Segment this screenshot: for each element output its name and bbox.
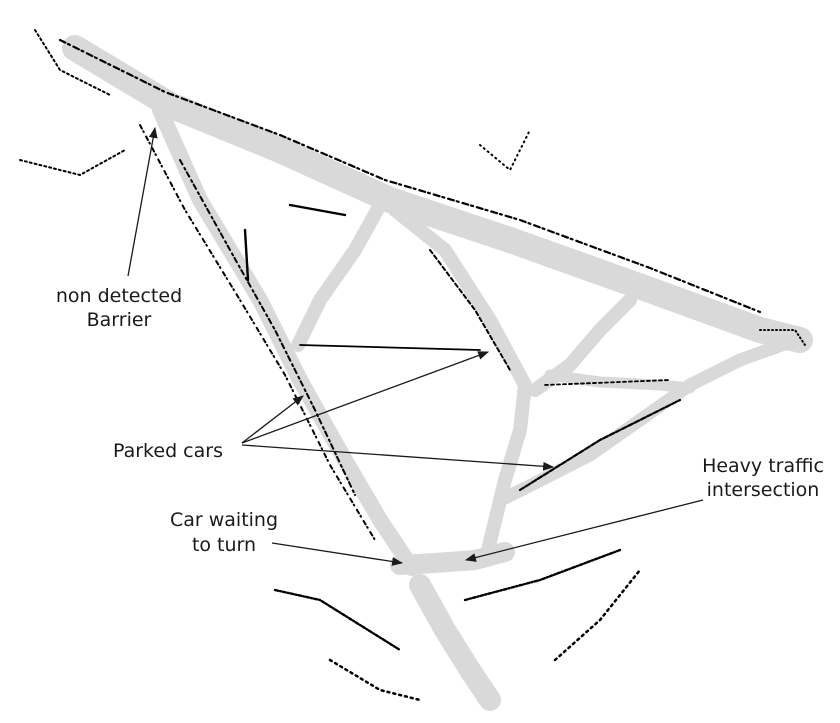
road-network	[62, 35, 813, 711]
barrier-label-line2: Barrier	[87, 309, 152, 331]
traffic-label-line1: Heavy traffic	[702, 455, 824, 477]
annotation-arrows	[127, 126, 704, 566]
obstacle-points	[19, 29, 806, 702]
main-road	[62, 35, 813, 353]
traffic-label-line2: intersection	[707, 479, 820, 501]
car-waiting-label-line1: Car waiting	[170, 509, 278, 531]
parked-cars-arrow-middle	[241, 351, 490, 444]
parked-cars-arrow-left	[241, 395, 304, 444]
parked-cars-arrow-right	[241, 444, 555, 471]
traffic-arrow	[464, 499, 704, 562]
south-road	[409, 574, 501, 711]
left-road	[152, 102, 420, 576]
parking-lane	[544, 369, 696, 394]
middle-road	[388, 203, 532, 557]
parked-cars-label: Parked cars	[113, 440, 223, 462]
barrier-arrow	[127, 126, 158, 277]
car-waiting-arrow	[271, 542, 404, 566]
inner-connector-road	[291, 198, 387, 352]
barrier-label-line1: non detected	[56, 285, 182, 307]
car-waiting-label-line2: to turn	[192, 534, 256, 556]
bottom-intersection	[390, 542, 515, 575]
annotation-labels: non detected Barrier Parked cars Heavy t…	[56, 285, 824, 556]
